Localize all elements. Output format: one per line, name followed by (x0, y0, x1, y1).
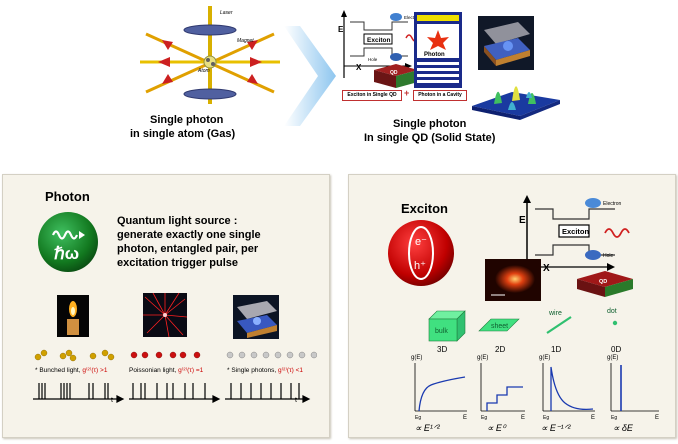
photon-panel: Photon ℏω Quantum light source : generat… (2, 174, 330, 438)
dos-2d-eg: Eg (481, 415, 487, 421)
dos-3d-plot: g(E) Eg E ∝ E¹ᐟ² (411, 355, 467, 433)
dos-3d-ylabel: g(E) (411, 355, 422, 361)
candle-image (57, 295, 89, 337)
dim-3d-label: 3D (437, 345, 448, 354)
dos-3d-law: ∝ E¹ᐟ² (415, 423, 441, 433)
exciton-diagram-electron-label: Electron (603, 201, 622, 207)
dim-0d-label: 0D (611, 345, 622, 354)
dos-1d-eg: Eg (543, 415, 549, 421)
atom-caption-line1: Single photon (150, 114, 224, 126)
poissonian-cond: g⁽²⁾(τ) =1 (178, 367, 204, 374)
dos-1d-ylabel: g(E) (539, 355, 550, 361)
dos-1d-law: ∝ E⁻¹ᐟ² (541, 423, 571, 433)
bunched-light-label: * Bunched light, g⁽²⁾(τ) >1 (35, 366, 107, 374)
dot-shape: dot (607, 308, 618, 326)
single-photon-device-image (233, 295, 279, 339)
dos-1d-eaxis: E (591, 415, 595, 421)
dos-0d-law: ∝ δE (613, 423, 634, 433)
photon-in-cavity-box: Photon in a Cavity (413, 90, 467, 101)
bulk-label: bulk (435, 328, 448, 335)
qd-hole-label: Hole (368, 57, 378, 62)
exciton-diagram-exciton-label: Exciton (562, 227, 590, 236)
exciton-x-axis: X (543, 263, 550, 274)
exciton-panel: Exciton e⁻ h⁺ E X Exciton Electron Hole (348, 174, 676, 438)
single-photons-label: * Single photons, g⁽²⁾(τ) <1 (227, 366, 303, 374)
qd-electron-label: Electron (404, 15, 421, 20)
photon-desc-line3: photon, entangled pair, per (117, 243, 259, 255)
single-cond: g⁽²⁾(τ) <1 (277, 367, 304, 374)
cavity-photon-label: Photon (424, 52, 445, 58)
poissonian-light-label: Poissonian light, g⁽²⁾(τ) =1 (129, 366, 203, 374)
dos-2d-eaxis: E (521, 415, 525, 421)
single-prefix: * Single photons, (227, 367, 278, 374)
luminescence-image (485, 259, 541, 301)
qd-label: QD (390, 70, 398, 76)
dos-2d-ylabel: g(E) (477, 355, 488, 361)
dim-1d-label: 1D (551, 345, 562, 354)
bulk-shape: bulk (428, 310, 466, 342)
dos-0d-eaxis: E (655, 415, 659, 421)
qd-caption-line1: Single photon (393, 118, 467, 130)
exciton-hole-symbol: h⁺ (414, 260, 426, 272)
atom-caption-line2: in single atom (Gas) (130, 128, 236, 140)
dot-label: dot (607, 308, 617, 315)
sheet-shape: sheet (478, 318, 520, 332)
exciton-in-qd-box: Exciton in Single QD (342, 90, 402, 101)
bunched-photon-dots (34, 349, 115, 362)
pulse-trains (33, 383, 311, 403)
sheet-label: sheet (491, 323, 508, 330)
plus-sign: + (404, 88, 410, 98)
qd-device-render (478, 16, 534, 70)
poissonian-prefix: Poissonian light, (129, 367, 179, 374)
exciton-sphere-icon: e⁻ h⁺ (388, 220, 454, 286)
bunched-prefix: * Bunched light, (35, 367, 83, 374)
dos-2d-law: ∝ E⁰ (487, 423, 507, 433)
dos-2d-plot: g(E) Eg E ∝ E⁰ (477, 355, 525, 433)
dos-0d-ylabel: g(E) (607, 355, 618, 361)
exciton-electron-symbol: e⁻ (415, 236, 427, 248)
photon-desc-line1: Quantum light source : (117, 215, 238, 227)
atom-label: Atom (197, 68, 210, 74)
photon-cavity: Photon (414, 12, 462, 88)
magnet-label: Magnet (237, 38, 254, 44)
exciton-diagram-hole-label: Hole (603, 253, 614, 259)
dos-1d-plot: g(E) Eg E ∝ E⁻¹ᐟ² (539, 355, 595, 433)
time-axis-label-1: t (111, 397, 113, 404)
laser-label: Laser (220, 10, 233, 16)
single-photon-dots (226, 351, 317, 359)
transition-arrow (284, 26, 336, 126)
time-axis-label-3: t (295, 397, 297, 404)
wire-label: wire (548, 310, 562, 317)
photon-panel-title: Photon (45, 189, 90, 204)
cavity-mode-surface-plot (472, 86, 560, 120)
exciton-diagram-qd-label: QD (599, 279, 607, 285)
dim-2d-label: 2D (495, 345, 506, 354)
exciton-panel-title: Exciton (401, 201, 448, 216)
exciton-e-axis: E (519, 215, 526, 226)
laser-starburst-image (143, 293, 187, 337)
wire-shape: wire (546, 310, 572, 334)
qd-e-axis: E (338, 25, 344, 34)
poissonian-photon-dots (130, 351, 201, 359)
qd-caption-line2: In single QD (Solid State) (364, 132, 496, 144)
atom-trap-diagram: Laser Magnet Atom (140, 6, 280, 104)
dos-3d-eg: Eg (415, 415, 421, 421)
bunched-cond: g⁽²⁾(τ) >1 (82, 367, 108, 374)
photon-desc-line2: generate exactly one single (117, 229, 261, 241)
dos-0d-plot: g(E) Eg E ∝ δE (607, 355, 659, 433)
dos-0d-eg: Eg (611, 415, 617, 421)
photon-desc-line4: excitation trigger pulse (117, 257, 239, 269)
photon-sphere-icon: ℏω (38, 212, 98, 272)
hbar-omega-symbol: ℏω (54, 244, 79, 263)
dos-3d-eaxis: E (463, 415, 467, 421)
qd-x-axis: X (356, 63, 362, 72)
qd-exciton-label: Exciton (367, 37, 391, 44)
qd-band-diagram: E X Exciton Electron Hole QD (338, 10, 425, 88)
